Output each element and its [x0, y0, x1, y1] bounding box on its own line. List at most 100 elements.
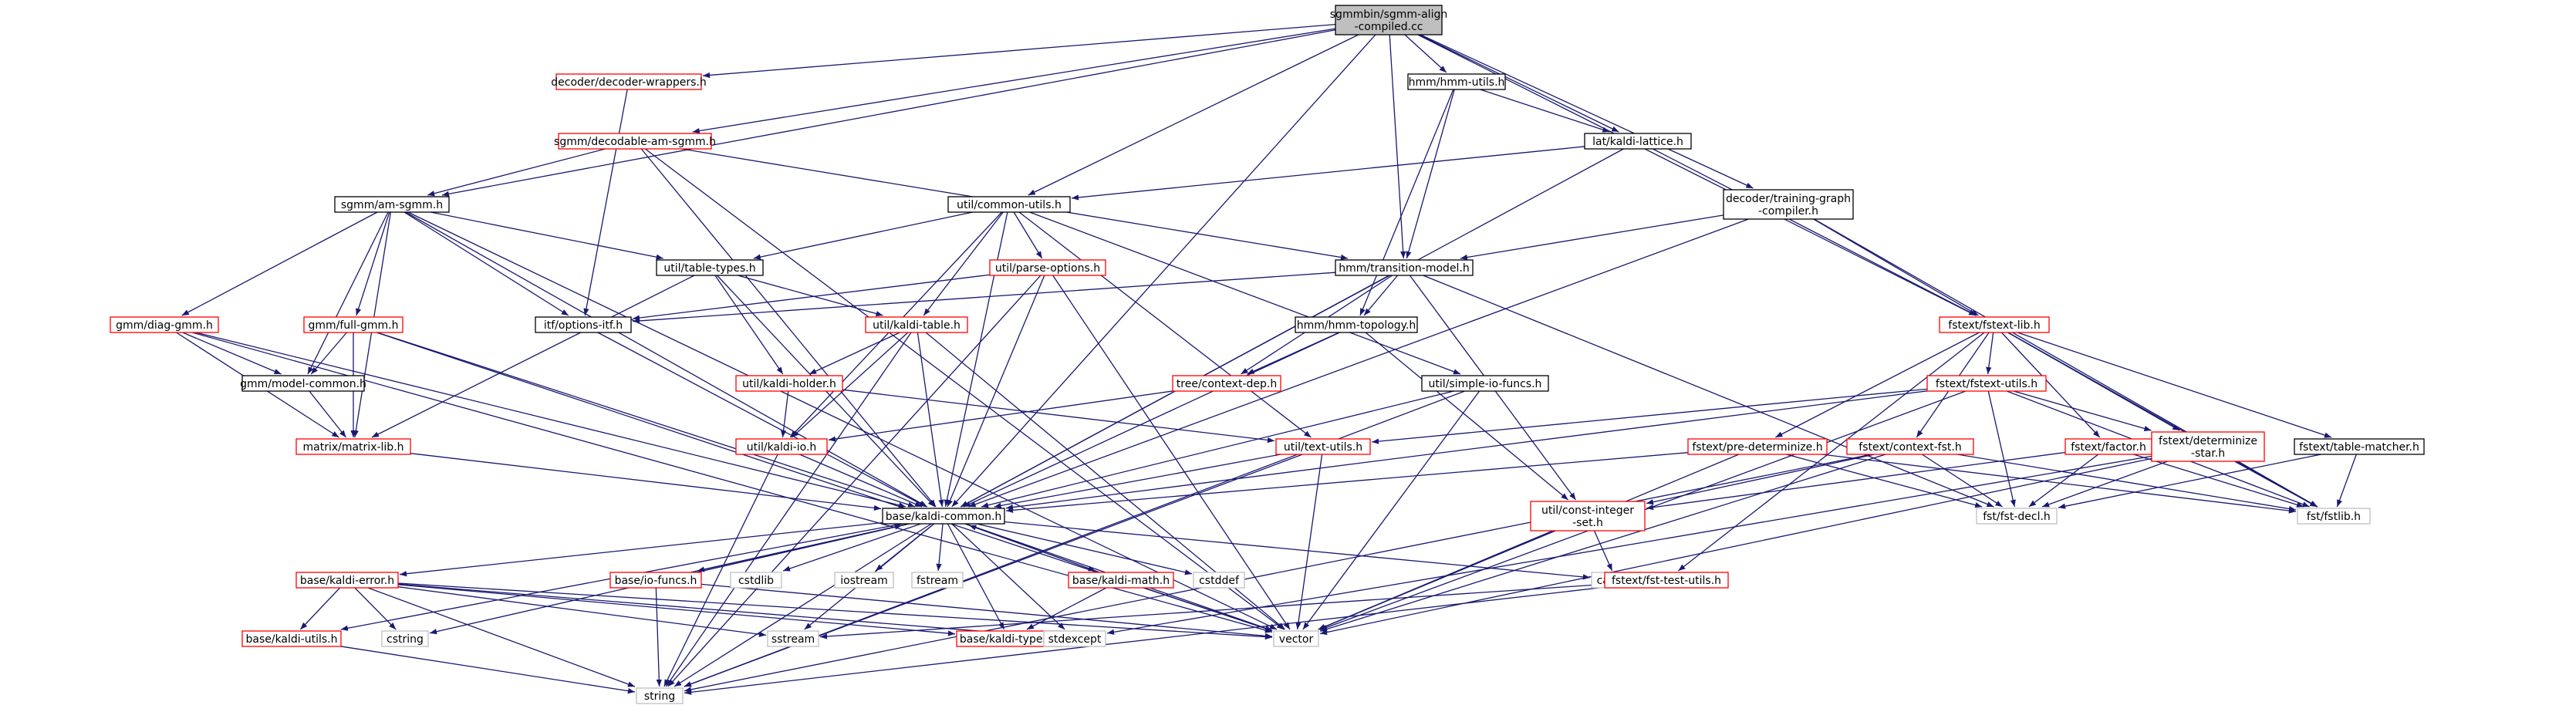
edge-kaldierror-to-kaldiutils	[299, 587, 340, 630]
node-tgc[interactable]: decoder/training-graph-compiler.h	[1723, 189, 1854, 220]
edge-kaldiio-to-string	[663, 454, 778, 687]
edge-decamsgmm-to-kaldicommon	[640, 148, 937, 508]
edge-diaggmm-to-kaldicommon	[195, 332, 906, 508]
node-kalditable[interactable]: util/kaldi-table.h	[865, 316, 968, 333]
node-tablematcher[interactable]: fstext/table-matcher.h	[2294, 438, 2425, 455]
node-box	[1687, 438, 1828, 455]
node-kaldiholder[interactable]: util/kaldi-holder.h	[735, 375, 843, 392]
edge-simpleio-to-vector	[1302, 390, 1480, 630]
edge-determinize-to-fstlib	[2234, 461, 2318, 508]
edge-decwrap-to-optionsitf	[583, 89, 628, 316]
node-label: util/kaldi-io.h	[747, 441, 817, 454]
node-diaggmm[interactable]: gmm/diag-gmm.h	[110, 316, 219, 333]
edge-textutils-to-string	[684, 454, 1303, 687]
edge-tgc-to-fstextlib	[1813, 218, 1979, 316]
edge-fstextlib-to-fstlib	[2007, 332, 2318, 508]
node-stdexcept: stdexcept	[1043, 630, 1106, 647]
node-box	[1926, 375, 2047, 392]
edge-kalditable-to-kaldiholder	[809, 332, 900, 375]
node-simpleio[interactable]: util/simple-io-funcs.h	[1421, 375, 1549, 392]
edge-factor-to-constint	[1646, 451, 2066, 511]
node-fsttestutils[interactable]: fstext/fst-test-utils.h	[1604, 572, 1729, 589]
node-vector: vector	[1273, 630, 1319, 647]
node-constint[interactable]: util/const-integer-set.h	[1530, 501, 1646, 531]
edge-root-to-transmodel	[1389, 34, 1406, 259]
node-kaldimath[interactable]: base/kaldi-math.h	[1068, 572, 1174, 589]
node-label: iostream	[840, 575, 888, 587]
node-box	[767, 630, 819, 647]
edge-kaldicommon-to-cstddef	[976, 523, 1193, 575]
node-tabletypes[interactable]: util/table-types.h	[656, 259, 764, 276]
node-label: base/kaldi-error.h	[300, 575, 394, 587]
node-box	[1273, 630, 1319, 647]
node-decamsgmm[interactable]: sgmm/decodable-am-sgmm.h	[554, 133, 716, 150]
node-sstream: sstream	[767, 630, 819, 647]
edge-kaldimath-to-kaldicommon	[969, 525, 1100, 573]
node-hmmutils[interactable]: hmm/hmm-utils.h	[1407, 73, 1506, 90]
node-iofuncs[interactable]: base/io-funcs.h	[609, 572, 702, 589]
node-box	[295, 572, 399, 589]
node-parseopts[interactable]: util/parse-options.h	[989, 259, 1106, 276]
edge-kalditable-to-kaldicommon	[917, 332, 944, 508]
node-label: base/kaldi-utils.h	[245, 633, 337, 646]
node-label: lat/kaldi-lattice.h	[1592, 136, 1683, 148]
edge-commonutils-to-kaldicommon	[944, 211, 1008, 508]
node-textutils[interactable]: util/text-utils.h	[1275, 438, 1371, 455]
node-factor[interactable]: fstext/factor.h	[2065, 438, 2152, 455]
edge-determinize-to-fstdecl	[2041, 461, 2168, 508]
node-box	[1421, 375, 1549, 392]
edge-amsgmm-to-fullgmm	[356, 211, 390, 316]
node-fstextlib[interactable]: fstext/fstext-lib.h	[1939, 316, 2050, 333]
node-root[interactable]: sgmmbin/sgmm-align-compiled.cc	[1330, 5, 1447, 35]
edge-tabletypes-to-kaldiholder	[714, 275, 784, 375]
node-fullgmm[interactable]: gmm/full-gmm.h	[303, 316, 403, 333]
edge-textutils-to-kaldicommon	[994, 454, 1281, 508]
node-box	[241, 630, 342, 647]
node-label: sgmmbin/sgmm-align	[1330, 8, 1447, 21]
node-kaldiio[interactable]: util/kaldi-io.h	[735, 438, 828, 455]
node-box	[2151, 431, 2265, 462]
node-hmmtopo[interactable]: hmm/hmm-topology.h	[1295, 316, 1418, 333]
node-box	[989, 259, 1106, 276]
node-amsgmm[interactable]: sgmm/am-sgmm.h	[334, 196, 450, 213]
edge-diaggmm-to-modelcommon	[182, 332, 282, 375]
node-label: cstddef	[1199, 575, 1240, 587]
node-label: fst/fst-decl.h	[1983, 511, 2051, 523]
node-predet[interactable]: fstext/pre-determinize.h	[1687, 438, 1828, 455]
node-kaldiutils[interactable]: base/kaldi-utils.h	[241, 630, 342, 647]
node-label: fstext/fstext-lib.h	[1948, 319, 2040, 332]
node-box	[735, 438, 828, 455]
node-kalditypes[interactable]: base/kaldi-types.h	[956, 630, 1062, 647]
node-box	[636, 687, 684, 704]
node-label: -set.h	[1572, 517, 1603, 529]
node-decwrap[interactable]: decoder/decoder-wrappers.h	[551, 73, 707, 90]
node-fstdecl: fst/fst-decl.h	[1976, 508, 2058, 525]
edge-tgc-to-fstlib	[1813, 218, 2318, 508]
node-determinize[interactable]: fstext/determinize-star.h	[2151, 431, 2265, 462]
edge-lattice-to-commonutils	[1071, 146, 1585, 201]
edge-determinize-to-stdexcept	[1106, 455, 2152, 635]
edge-fstextlib-to-tablematcher	[2017, 332, 2332, 438]
node-kaldicommon[interactable]: base/kaldi-common.h	[882, 508, 1005, 525]
node-label: util/const-integer	[1541, 504, 1634, 517]
edge-kaldicommon-to-stdexcept	[951, 523, 1065, 630]
node-optionsitf[interactable]: itf/options-itf.h	[535, 316, 632, 333]
edge-commonutils-to-simpleio	[1029, 211, 1461, 375]
node-label: sgmm/am-sgmm.h	[341, 199, 443, 211]
node-lattice[interactable]: lat/kaldi-lattice.h	[1584, 133, 1692, 150]
node-kaldierror[interactable]: base/kaldi-error.h	[295, 572, 399, 589]
node-contextdep[interactable]: tree/context-dep.h	[1172, 375, 1281, 392]
node-fstextutils[interactable]: fstext/fstext-utils.h	[1926, 375, 2047, 392]
node-contextfst[interactable]: fstext/context-fst.h	[1846, 438, 1974, 455]
edge-hmmutils-to-lattice	[1480, 89, 1610, 133]
node-label: util/table-types.h	[663, 262, 755, 275]
node-label: hmm/hmm-topology.h	[1297, 319, 1416, 332]
node-label: util/kaldi-holder.h	[742, 378, 836, 390]
edge-kaldiutils-to-string	[340, 646, 636, 694]
node-commonutils[interactable]: util/common-utils.h	[947, 196, 1071, 213]
node-label: fstext/fst-test-utils.h	[1612, 575, 1721, 587]
node-matrixlib[interactable]: matrix/matrix-lib.h	[295, 438, 411, 455]
node-transmodel[interactable]: hmm/transition-model.h	[1335, 259, 1474, 276]
node-modelcommon[interactable]: gmm/model-common.h	[240, 375, 366, 392]
node-box	[381, 630, 429, 647]
